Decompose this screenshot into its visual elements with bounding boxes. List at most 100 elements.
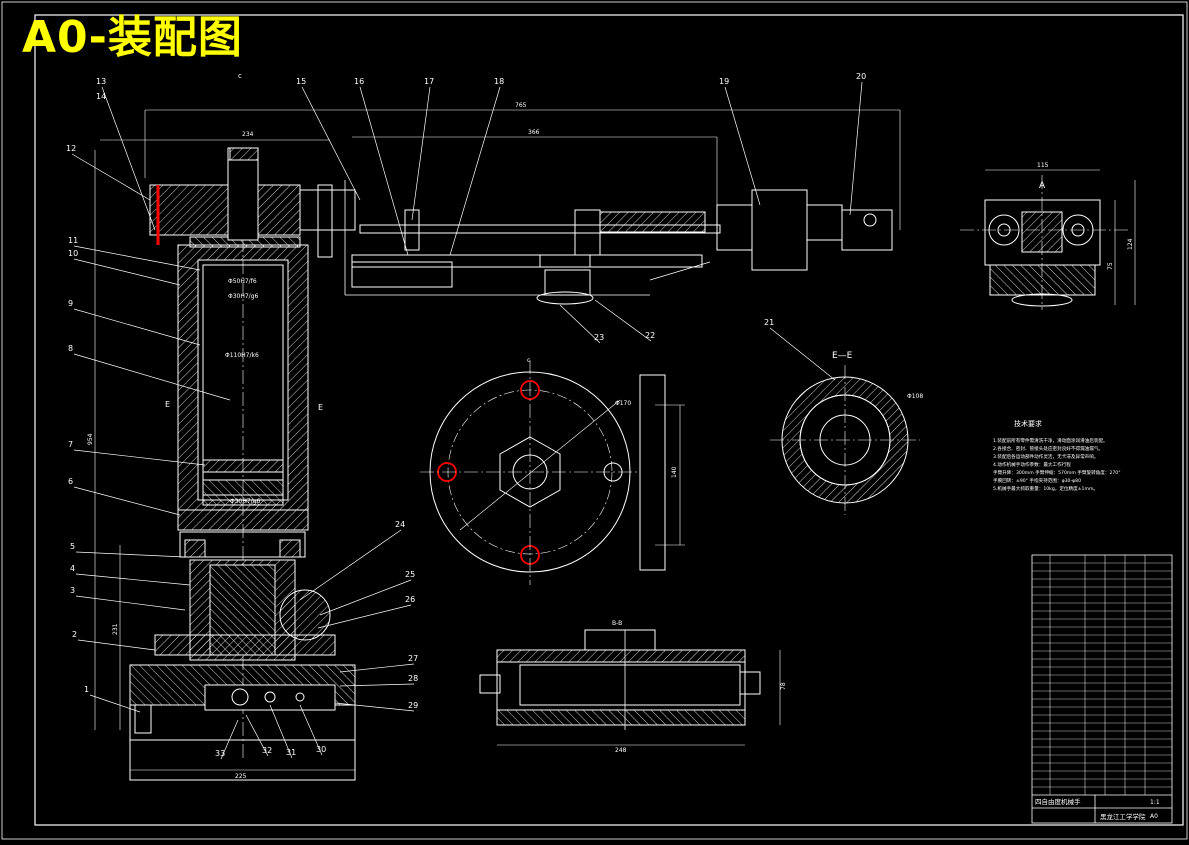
title-block-scale: 1:1 [1150, 799, 1160, 806]
part-number-26: 26 [405, 595, 415, 604]
leader-line-30 [299, 704, 323, 756]
part-number-8: 8 [68, 344, 73, 353]
dimension-labels: 765 366 234 225 115 248 Φ50H7/f6 Φ30H7/g… [87, 72, 1160, 821]
leader-line-33 [220, 719, 239, 760]
leader-line-26 [317, 604, 412, 629]
dim-ring-dia: Φ108 [907, 393, 923, 400]
part-number-18: 18 [494, 77, 504, 86]
view-bb-title: B-B [612, 620, 622, 627]
technical-requirements: 技术要求 1.装配前所有零件需清洗干净，滑动面涂润滑油后装配。 2.各接合、密封… [993, 420, 1183, 494]
leader-line-31 [269, 704, 293, 759]
part-number-16: 16 [354, 77, 364, 86]
leader-line-10 [73, 258, 181, 286]
leader-line-21 [769, 327, 836, 381]
leader-line-29 [334, 702, 415, 712]
part-number-14: 14 [96, 92, 106, 101]
dim-bb-h: 78 [780, 682, 787, 690]
leader-line-6 [73, 486, 181, 516]
part-number-12: 12 [66, 144, 76, 153]
section-e-left: E [165, 400, 170, 409]
dim-side-h2: 124 [1127, 238, 1134, 250]
part-number-30: 30 [316, 745, 326, 754]
dim-side-width: 115 [1037, 162, 1049, 169]
view-ee-title: E—E [832, 351, 853, 361]
leader-line-3 [75, 595, 186, 611]
leader-line-20 [849, 81, 863, 216]
leader-line-13 [101, 86, 156, 231]
dim-plate-side: 140 [671, 466, 678, 478]
fit-2: Φ30H7/g6 [228, 293, 259, 300]
drawing-title: A0-装配图 [22, 12, 243, 63]
part-number-28: 28 [408, 674, 418, 683]
leader-line-4 [75, 573, 191, 586]
title-block-school: 黑龙江工学学院 [1100, 812, 1146, 821]
part-number-15: 15 [296, 77, 306, 86]
side-view [960, 169, 1136, 310]
part-number-2: 2 [72, 630, 77, 639]
tech-line-3: 3.装配后各运动部件动作灵活，无卡滞及异常声响。 [993, 455, 1099, 460]
leader-line-24 [299, 529, 402, 601]
leader-line-19 [724, 86, 761, 206]
title-block-sheet: A0 [1150, 813, 1158, 820]
part-number-22: 22 [645, 331, 655, 340]
leader-line-15 [301, 86, 361, 201]
dim-column-width: 234 [242, 131, 254, 138]
technical-requirements-title: 技术要求 [1014, 420, 1042, 428]
part-number-17: 17 [424, 77, 434, 86]
title-block [1031, 554, 1173, 824]
part-number-25: 25 [405, 570, 415, 579]
leader-line-32 [245, 714, 269, 757]
leader-line-5 [75, 551, 186, 558]
part-number-27: 27 [408, 654, 418, 663]
dim-height-lower: 231 [112, 623, 119, 635]
plate-view [420, 360, 685, 585]
part-number-1: 1 [84, 685, 89, 694]
part-number-11: 11 [68, 236, 78, 245]
dim-top-overall: 765 [515, 102, 527, 109]
leader-line-2 [77, 639, 156, 651]
tech-line-5: 手臂升降：300mm 手臂伸缩：570mm 手臂旋转角度：270° [993, 471, 1121, 476]
leader-line-7 [73, 449, 206, 466]
part-number-3: 3 [70, 586, 75, 595]
part-number-4: 4 [70, 564, 75, 573]
dim-top-inner: 366 [528, 129, 540, 136]
part-number-10: 10 [68, 249, 78, 258]
part-number-33: 33 [215, 749, 225, 758]
dim-bb-length: 248 [615, 747, 627, 754]
leader-line-18 [449, 86, 501, 256]
part-number-23: 23 [594, 333, 604, 342]
leader-line-17 [411, 86, 431, 221]
main-view [94, 109, 901, 781]
part-number-29: 29 [408, 701, 418, 710]
leader-line-28 [339, 683, 415, 687]
part-number-21: 21 [764, 318, 774, 327]
tech-line-7: 5.机械手最大抓取重量：10kg，定位精度±1mm。 [993, 487, 1099, 492]
section-label-top: c [238, 72, 242, 80]
part-number-19: 19 [719, 77, 729, 86]
part-number-31: 31 [286, 748, 296, 757]
section-e-right: E [318, 403, 323, 412]
tech-line-1: 1.装配前所有零件需清洗干净，滑动面涂润滑油后装配。 [993, 439, 1108, 444]
tech-line-4: 4.动作机械手动作参数：最大工作行程 [993, 463, 1071, 468]
leader-lines [71, 81, 863, 760]
part-number-13: 13 [96, 77, 106, 86]
leader-line-27 [339, 663, 415, 673]
part-number-24: 24 [395, 520, 405, 529]
fit-3: Φ110H7/k6 [225, 352, 259, 359]
leader-line-16 [359, 86, 409, 256]
dim-height-full: 954 [87, 433, 94, 445]
leader-line-12 [71, 153, 151, 201]
fit-1: Φ50H7/f6 [228, 278, 257, 285]
bb-section-view [479, 629, 781, 746]
dim-base-width: 225 [235, 773, 247, 780]
part-number-20: 20 [856, 72, 866, 81]
leader-line-9 [73, 308, 201, 346]
leader-line-22 [594, 299, 652, 342]
side-section-label: A [1039, 181, 1046, 191]
part-number-5: 5 [70, 542, 75, 551]
tech-line-6: 手腕回转：±90° 手指夹持范围：φ30-φ80 [993, 479, 1081, 484]
tech-line-2: 2.各接合、密封、管接头处应密封良好不得漏油漏气。 [993, 447, 1104, 452]
